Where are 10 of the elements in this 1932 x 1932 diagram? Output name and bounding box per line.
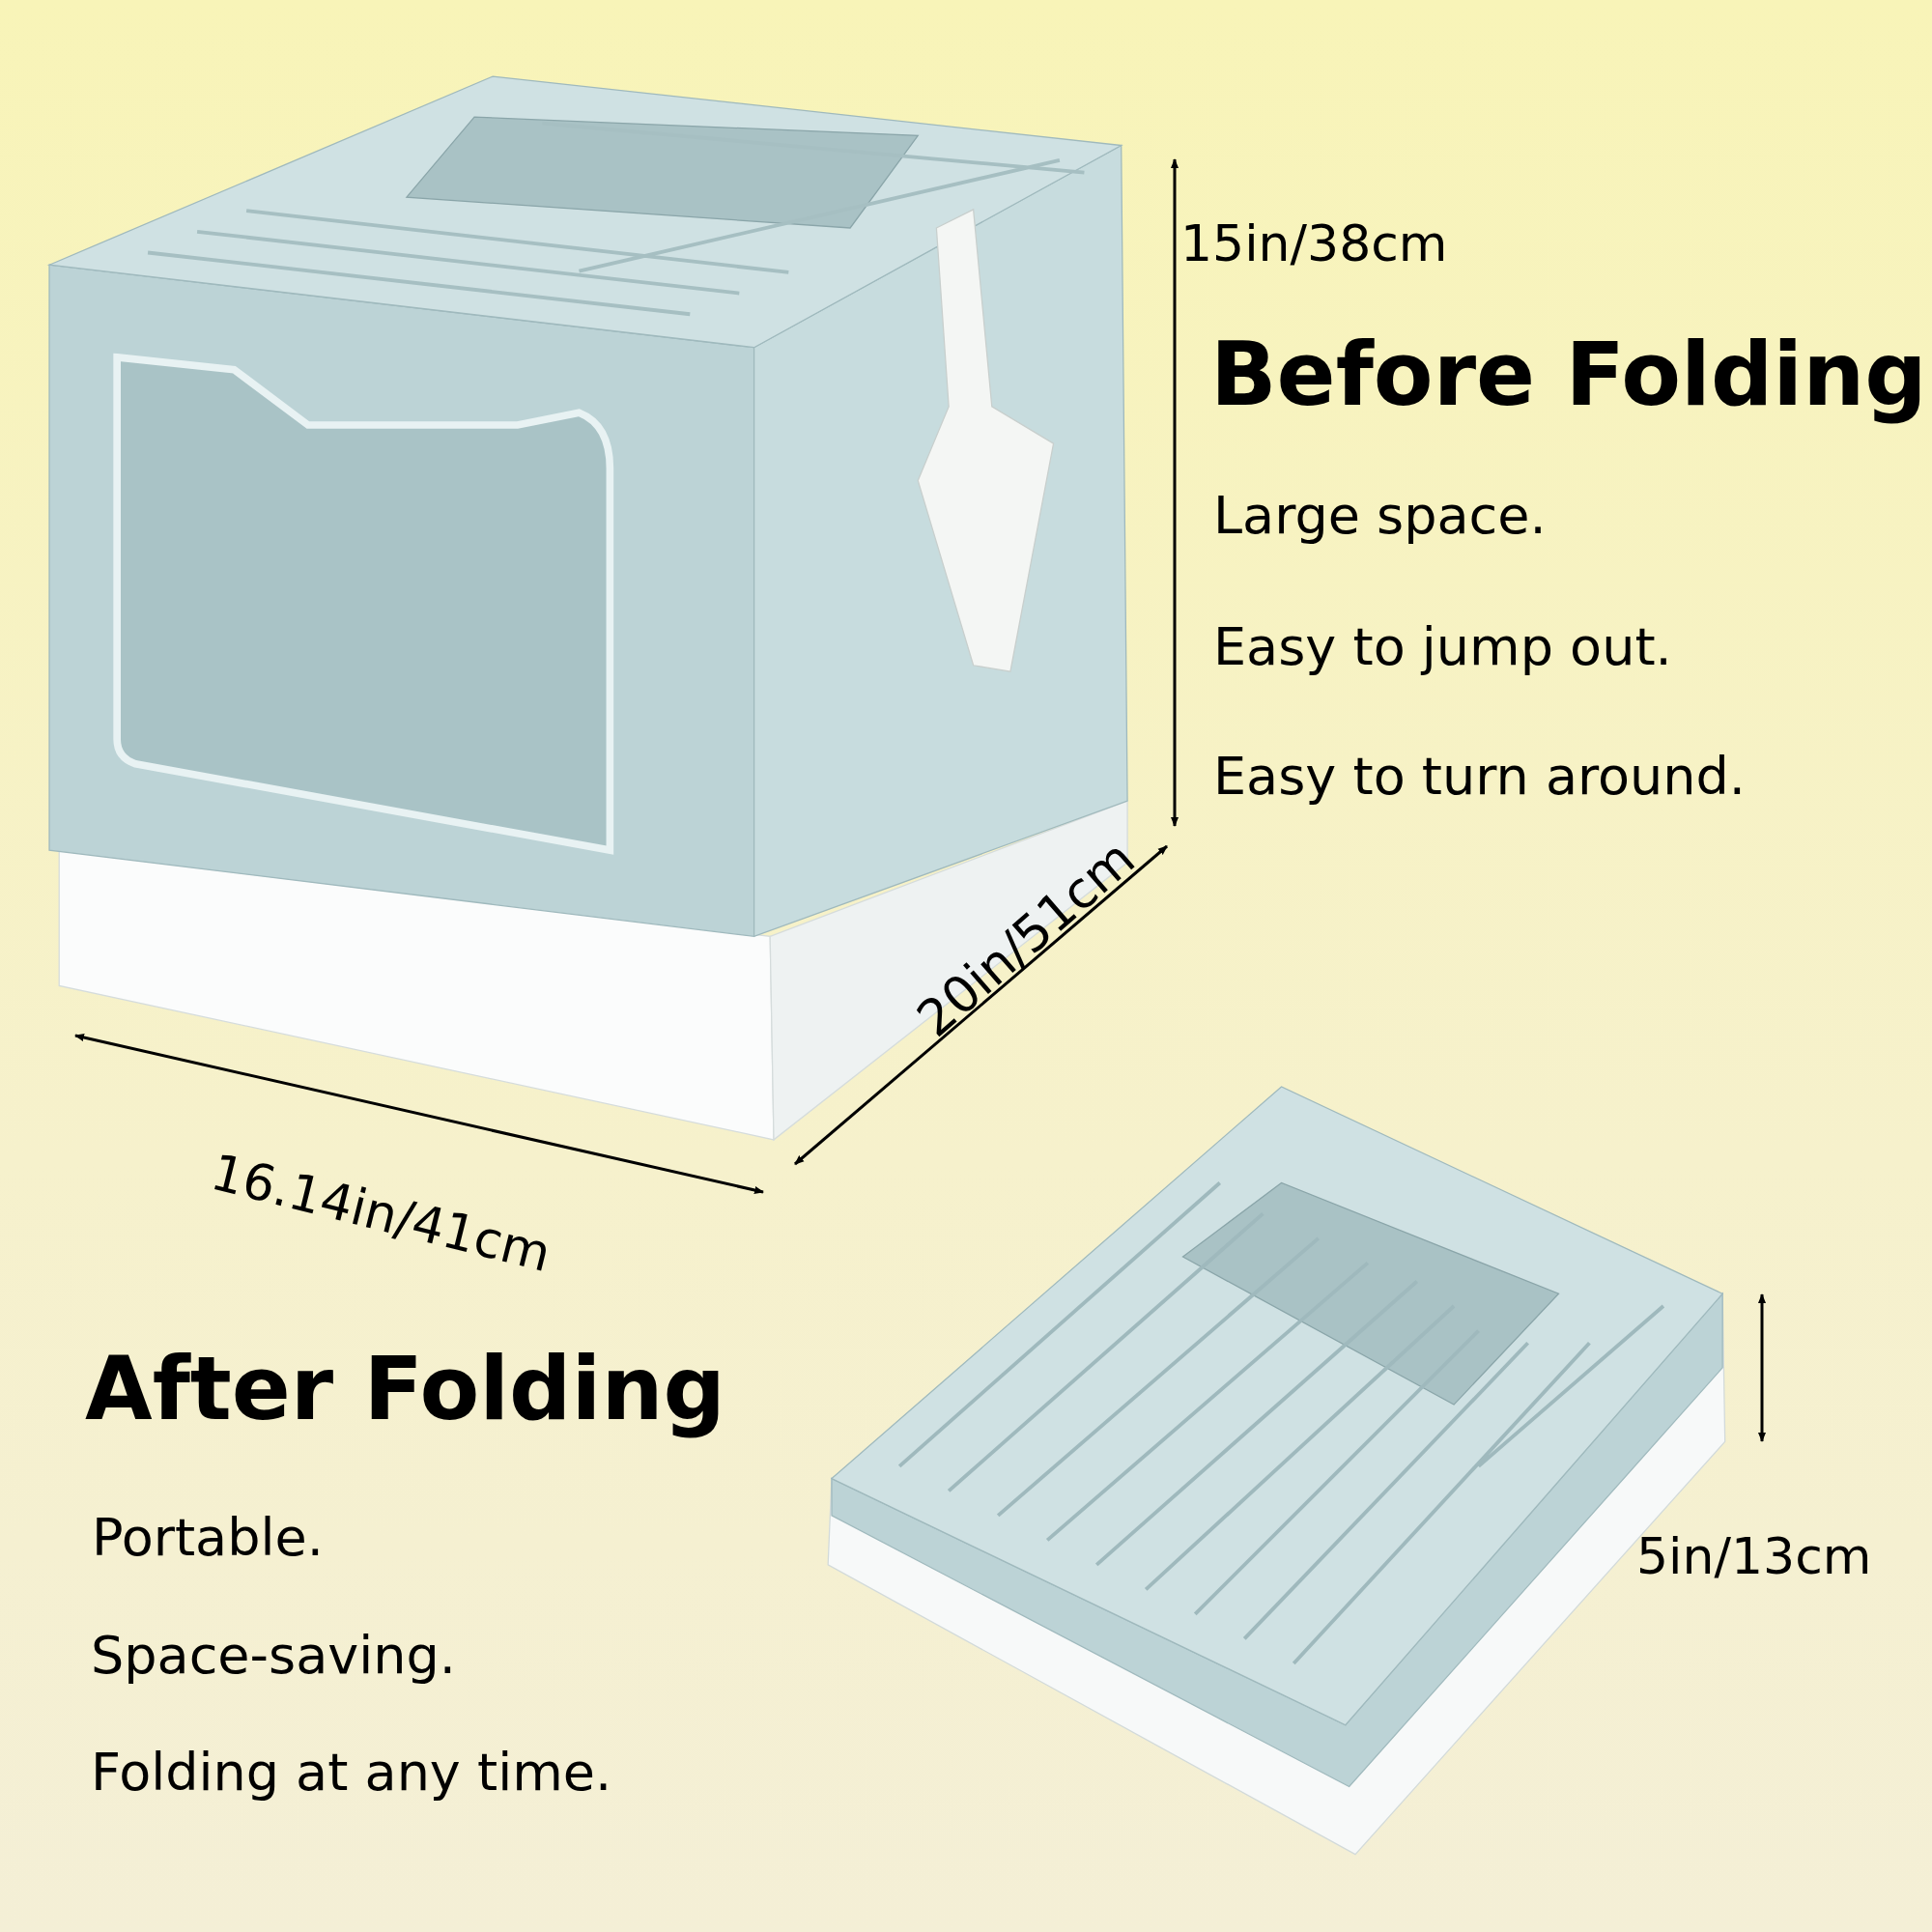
feature-text: Space-saving.	[91, 1626, 456, 1684]
feature-text: Large space.	[1213, 486, 1547, 544]
dimension-label: 5in/13cm	[1636, 1528, 1872, 1584]
dimension-label: 15in/38cm	[1180, 215, 1448, 271]
section-heading: Before Folding	[1210, 327, 1927, 422]
section-heading: After Folding	[85, 1341, 725, 1436]
feature-text: Folding at any time.	[91, 1743, 612, 1801]
feature-text: Easy to turn around.	[1213, 747, 1746, 805]
feature-text: Portable.	[92, 1508, 324, 1566]
feature-text: Easy to jump out.	[1213, 617, 1672, 675]
